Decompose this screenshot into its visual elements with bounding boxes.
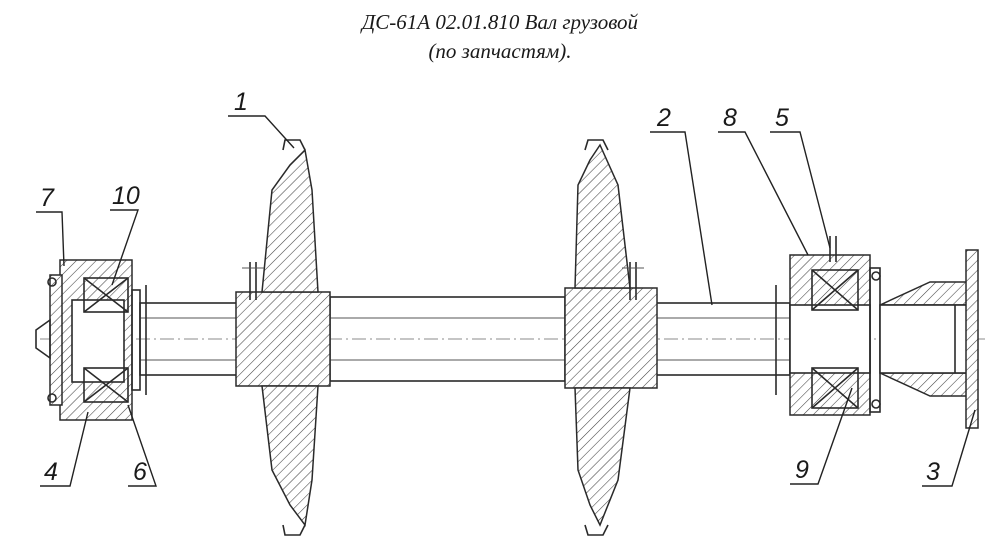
shaft-end-flange bbox=[879, 249, 979, 429]
bearing-housing-right bbox=[775, 236, 881, 416]
title-line-1: ДС-61А 02.01.810 Вал грузовой bbox=[361, 10, 639, 34]
callout-4: 4 bbox=[44, 458, 58, 486]
callout-6: 6 bbox=[133, 458, 147, 486]
callout-numbers: 1 2 3 4 5 6 7 8 9 10 bbox=[40, 88, 940, 486]
sprocket-right bbox=[564, 139, 658, 536]
callout-5: 5 bbox=[775, 104, 789, 132]
callout-9: 9 bbox=[795, 456, 809, 484]
sprocket-left bbox=[235, 139, 331, 536]
title-line-2: (по запчастям). bbox=[428, 39, 572, 63]
callout-7: 7 bbox=[40, 184, 55, 212]
callout-8: 8 bbox=[723, 104, 737, 132]
bearing-housing-left bbox=[35, 259, 147, 421]
callout-2: 2 bbox=[656, 104, 671, 132]
callout-10: 10 bbox=[112, 182, 140, 210]
callout-3: 3 bbox=[926, 458, 940, 486]
callout-1: 1 bbox=[234, 88, 248, 116]
callout-leaders bbox=[36, 115, 976, 487]
drawing-title: ДС-61А 02.01.810 Вал грузовой (по запчас… bbox=[0, 8, 1000, 66]
